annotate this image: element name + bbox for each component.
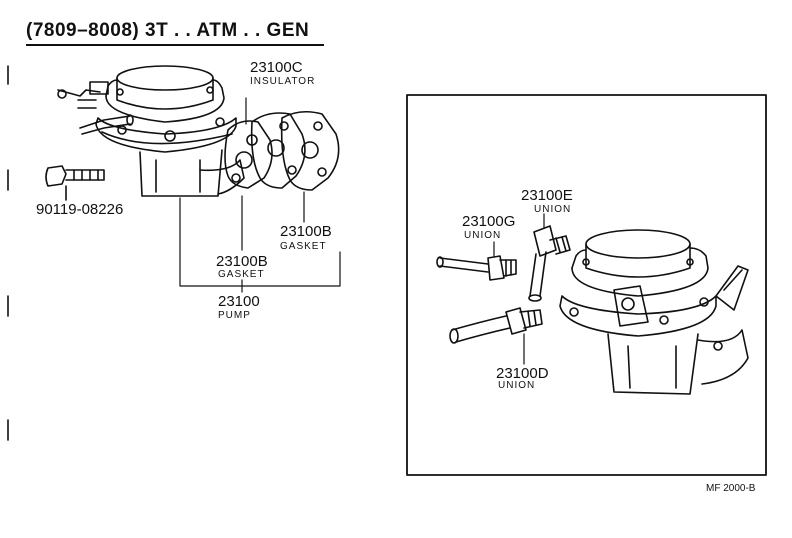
diagram-title: (7809–8008) 3T . . ATM . . GEN — [26, 20, 310, 41]
title-underline — [26, 44, 324, 46]
part-name-union-d: UNION — [498, 380, 536, 391]
fuel-pump-left — [57, 65, 245, 197]
part-number-23100e: 23100E — [521, 187, 573, 204]
part-name-gasket-inner: GASKET — [218, 269, 265, 280]
part-number-23100d: 23100D — [496, 365, 549, 382]
union-23100d — [449, 307, 543, 344]
part-number-23100b-inner: 23100B — [216, 253, 268, 270]
part-name-union-e: UNION — [534, 204, 572, 215]
part-name-pump: PUMP — [218, 310, 251, 321]
part-number-23100b-outer: 23100B — [280, 223, 332, 240]
part-number-23100c: 23100C — [250, 59, 303, 76]
union-23100e — [528, 225, 571, 302]
gasket-stack — [224, 110, 340, 191]
bolt-90119 — [45, 165, 105, 201]
union-23100g — [436, 255, 517, 281]
part-number-90119-08226: 90119-08226 — [36, 201, 124, 218]
inset-frame — [406, 94, 767, 476]
part-name-gasket-outer: GASKET — [280, 241, 327, 252]
leader-lines-right — [493, 213, 545, 365]
part-name-insulator: INSULATOR — [250, 76, 316, 87]
reference-code: MF 2000-B — [706, 483, 756, 494]
fuel-pump-right — [559, 229, 749, 395]
part-number-23100: 23100 — [218, 293, 260, 310]
part-name-union-g: UNION — [464, 230, 502, 241]
leader-lines-left — [179, 97, 341, 293]
part-number-23100g: 23100G — [462, 213, 516, 230]
